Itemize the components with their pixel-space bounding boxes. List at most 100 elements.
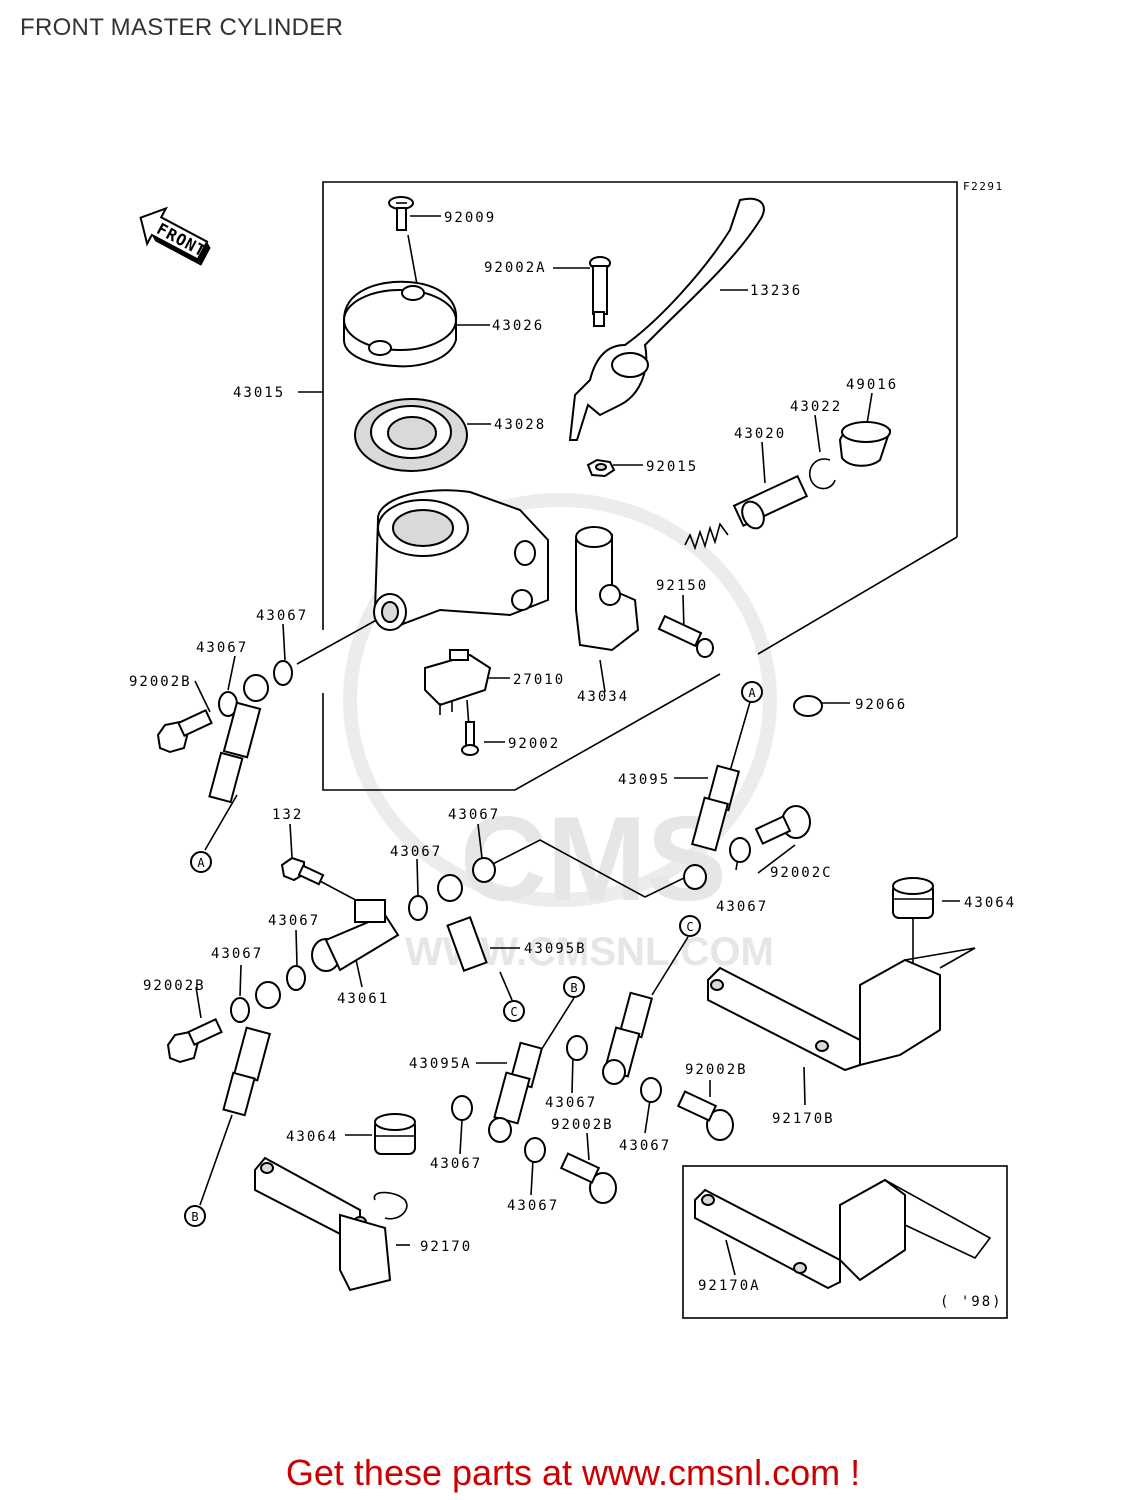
svg-text:A: A: [197, 856, 205, 870]
part-label: 43067: [211, 946, 263, 962]
hose-fitting-icon: [602, 991, 654, 1085]
cta-link[interactable]: Get these parts at www.cmsnl.com !: [285, 1452, 861, 1493]
part-label: 43015: [233, 385, 285, 401]
part-label: 92009: [444, 210, 496, 226]
circlip-icon: [808, 458, 836, 490]
banjo-bolt-icon: [559, 1152, 617, 1204]
part-label: 27010: [513, 672, 565, 688]
part-label: 92170: [420, 1239, 472, 1255]
front-arrow-icon: FRONT: [139, 206, 211, 266]
svg-text:C: C: [686, 920, 693, 934]
master-cylinder-body-icon: [373, 489, 549, 631]
part-label: 13236: [750, 283, 802, 299]
bracket-92170-icon: [254, 1156, 408, 1292]
diaphragm-icon: [354, 398, 468, 472]
washer-icon: [472, 857, 496, 883]
part-label: 43028: [494, 417, 546, 433]
part-label: 43067: [619, 1138, 671, 1154]
washer-icon: [640, 1077, 662, 1103]
part-label: 43095A: [409, 1056, 472, 1072]
part-drawings: A A B B C C: [156, 196, 1008, 1319]
washer-icon: [273, 660, 293, 686]
nut-92015-icon: [586, 458, 616, 478]
part-label: 92002A: [484, 260, 547, 276]
leader-lines: [194, 215, 960, 1276]
dust-boot-icon: [838, 421, 892, 467]
part-label: 43064: [964, 895, 1016, 911]
ref-marker-a-icon: A: [741, 681, 763, 703]
figure-code: F2291: [963, 180, 1004, 193]
part-label: 43067: [268, 913, 320, 929]
svg-text:B: B: [570, 981, 577, 995]
part-label: 92015: [646, 459, 698, 475]
part-label: 43061: [337, 991, 389, 1007]
part-label: 92002B: [685, 1062, 748, 1078]
part-label: 43064: [286, 1129, 338, 1145]
part-label: 43034: [577, 689, 629, 705]
screw-92009-icon: [388, 196, 414, 231]
hose-fitting-icon: [208, 674, 269, 804]
part-label: 92170A: [698, 1278, 761, 1294]
part-label: 43067: [545, 1095, 597, 1111]
part-label: 49016: [846, 377, 898, 393]
washer-icon: [524, 1137, 546, 1163]
ref-marker-c-icon: C: [679, 915, 701, 937]
watermark: CMS WWW.CMSNL.COM: [343, 493, 777, 974]
svg-text:A: A: [748, 686, 756, 700]
part-label: 92002B: [551, 1117, 614, 1133]
svg-text:C: C: [510, 1005, 517, 1019]
part-label: 92150: [656, 578, 708, 594]
joint-43061-icon: [311, 899, 400, 972]
pivot-bolt-icon: [589, 256, 611, 327]
page-title: FRONT MASTER CYLINDER: [20, 14, 344, 41]
part-label: 92170B: [772, 1111, 835, 1127]
banjo-bolt-icon: [166, 1017, 223, 1064]
banjo-bolt-icon: [676, 1090, 734, 1141]
part-label: 43022: [790, 399, 842, 415]
grommet-icon: [892, 877, 934, 919]
washer-icon: [408, 895, 428, 921]
part-label: 92002C: [770, 865, 833, 881]
banjo-bolt-icon: [754, 805, 811, 845]
part-label: 43067: [390, 844, 442, 860]
part-label: 43026: [492, 318, 544, 334]
switch-screw-icon: [461, 721, 479, 756]
part-label: 43067: [448, 807, 500, 823]
bracket-92170A-icon: [694, 1178, 992, 1290]
ref-marker-b-icon: B: [184, 1205, 206, 1227]
watermark-brand: CMS: [460, 792, 727, 926]
part-label: 43067: [716, 899, 768, 915]
hose-fitting-icon: [222, 981, 281, 1117]
master-cylinder-assembly-frame: [298, 181, 958, 791]
svg-text:B: B: [191, 1210, 198, 1224]
part-labels: 92009 92002A 13236 43026 43015 43028 490…: [129, 210, 1016, 1310]
cap-92066-icon: [793, 695, 823, 717]
hose-fitting-icon: [488, 1041, 544, 1143]
part-label: 92002B: [143, 978, 206, 994]
washer-icon: [451, 1095, 473, 1121]
hose-fitting-icon: [437, 874, 488, 972]
washer-icon: [729, 837, 751, 863]
hose-fitting-icon: [683, 764, 741, 890]
reservoir-cap-icon: [343, 280, 458, 368]
bolt-132-icon: [280, 856, 325, 886]
part-label: 43067: [430, 1156, 482, 1172]
part-label: 43020: [734, 426, 786, 442]
part-label: 43067: [256, 608, 308, 624]
piston-spring-icon: [684, 474, 809, 551]
inset-box: [682, 1165, 1008, 1319]
part-label: 43067: [507, 1198, 559, 1214]
part-label: 92002B: [129, 674, 192, 690]
bracket-92170B-icon: [707, 947, 976, 1072]
part-label: 92066: [855, 697, 907, 713]
ref-marker-b-icon: B: [563, 976, 585, 998]
washer-icon: [230, 997, 250, 1023]
brake-lever-icon: [568, 197, 765, 441]
part-label: 43067: [196, 640, 248, 656]
part-label: 43095B: [524, 941, 587, 957]
ref-marker-c-icon: C: [503, 1000, 525, 1022]
clamp-icon: [575, 526, 640, 652]
washer-icon: [566, 1035, 588, 1061]
brake-switch-icon: [424, 649, 492, 715]
part-label: 132: [272, 807, 303, 823]
